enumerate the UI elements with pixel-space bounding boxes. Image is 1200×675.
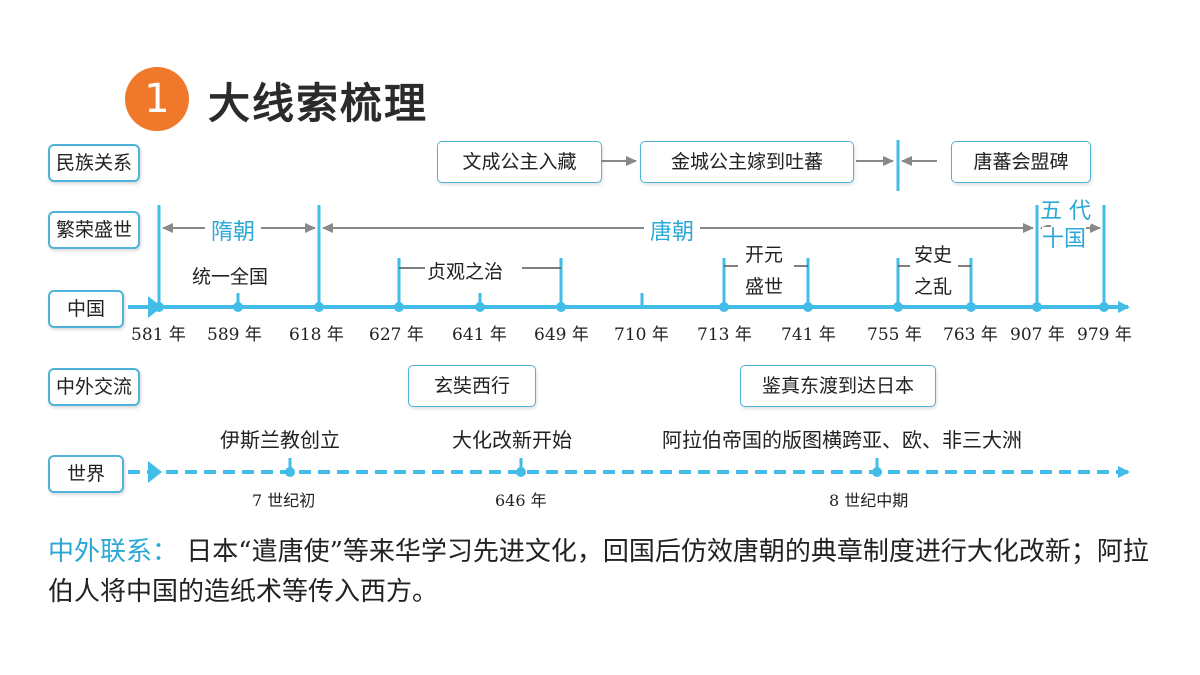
category-world: 世界	[48, 455, 124, 493]
event-anshi-line2: 之乱	[914, 276, 953, 298]
year-label: 907 年	[1010, 325, 1065, 345]
year-label: 618 年	[289, 325, 344, 345]
world-year-label: 8 世纪中期	[829, 491, 909, 510]
year-label: 763 年	[943, 325, 998, 345]
year-label: 979 年	[1077, 325, 1132, 345]
ethnic-event-jincheng: 金城公主嫁到吐蕃	[640, 141, 854, 183]
category-exchange: 中外交流	[48, 368, 141, 406]
event-anshi-line1: 安史	[914, 244, 953, 266]
dynasty-tang: 唐朝	[644, 214, 701, 246]
event-zhenguan: 贞观之治	[427, 261, 504, 283]
year-label: 641 年	[452, 325, 507, 345]
year-label: 710 年	[614, 325, 669, 345]
category-ethnic-relations: 民族关系	[48, 144, 141, 182]
year-label: 713 年	[697, 325, 752, 345]
category-china: 中国	[48, 290, 124, 328]
exchange-event-jianzhen: 鉴真东渡到达日本	[740, 365, 936, 407]
exchange-event-xuanzang: 玄奘西行	[408, 365, 536, 407]
ethnic-event-wencheng: 文成公主入藏	[437, 141, 602, 183]
world-year-label: 646 年	[495, 491, 547, 510]
summary-text: 日本“遣唐使”等来华学习先进文化，回国后仿效唐朝的典章制度进行大化改新；阿拉伯人…	[48, 537, 1149, 607]
year-label: 589 年	[207, 325, 262, 345]
summary-label: 中外联系：	[48, 537, 179, 567]
year-label: 627 年	[369, 325, 424, 345]
section-number-badge: 1	[125, 67, 189, 131]
section-title: 大线索梳理	[208, 79, 429, 128]
world-event-taika: 大化改新开始	[452, 428, 572, 452]
event-kaiyuan-line1: 开元	[745, 244, 784, 266]
event-kaiyuan-line2: 盛世	[745, 276, 784, 298]
event-unify: 统一全国	[192, 266, 269, 288]
year-label: 755 年	[867, 325, 922, 345]
ethnic-event-tangfan-stele: 唐蕃会盟碑	[951, 141, 1091, 183]
category-prosperity: 繁荣盛世	[48, 211, 141, 249]
world-event-islam: 伊斯兰教创立	[220, 428, 340, 452]
dynasty-five-dynasties-line1: 五 代	[1040, 199, 1091, 225]
world-event-arab-empire: 阿拉伯帝国的版图横跨亚、欧、非三大洲	[662, 428, 1022, 452]
year-label: 649 年	[534, 325, 589, 345]
summary-paragraph: 中外联系： 日本“遣唐使”等来华学习先进文化，回国后仿效唐朝的典章制度进行大化改…	[48, 532, 1158, 612]
year-label: 741 年	[781, 325, 836, 345]
dynasty-sui: 隋朝	[205, 214, 262, 246]
year-label: 581 年	[131, 325, 186, 345]
dynasty-five-dynasties-line2: 十国	[1042, 227, 1087, 253]
world-year-label: 7 世纪初	[252, 491, 316, 510]
